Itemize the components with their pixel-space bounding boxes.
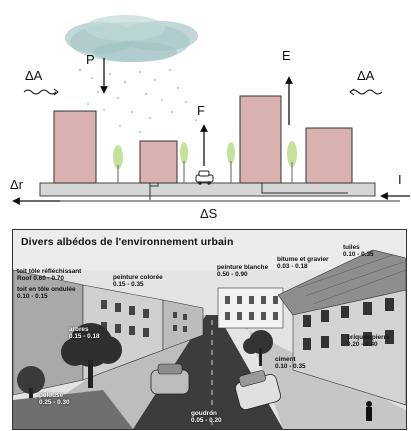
tag-bitume: bitume et gravier 0.03 - 0.18 — [277, 256, 329, 270]
label-inflow: I — [398, 172, 402, 187]
label-runoff: Δr — [10, 177, 24, 192]
tag-toit-ondulee-value: 0.10 - 0.15 — [17, 293, 48, 300]
building-1 — [53, 110, 97, 184]
tag-goudron: goudron 0.05 - 0.20 — [191, 410, 222, 424]
street-scene — [13, 230, 406, 429]
building-2 — [139, 140, 178, 184]
label-advection-right: ΔA — [357, 68, 375, 83]
tag-pelouse: pelouse 0.25 - 0.30 — [39, 392, 70, 406]
photo-title: Divers albédos de l'environnement urbain — [21, 236, 234, 248]
tag-bitume-label: bitume et gravier — [277, 256, 329, 263]
label-storage: ΔS — [200, 206, 218, 221]
tag-pelouse-label: pelouse — [39, 392, 64, 399]
tag-toit-ondulee: toit en tôle ondulée 0.10 - 0.15 — [17, 286, 76, 300]
tree-4 — [287, 141, 297, 183]
tag-toit-tole-label: toit tôle réfléchissant — [17, 268, 82, 275]
tag-briques-label: briques/pierre — [347, 334, 390, 341]
tag-toit-tole-value: Roof 0.60 - 0.70 — [17, 275, 64, 282]
cloud — [65, 15, 198, 62]
building-3 — [239, 95, 282, 184]
tag-goudron-label: goudron — [191, 410, 217, 417]
building-right-roof — [277, 249, 406, 316]
tag-ciment: ciment 0.10 - 0.35 — [275, 356, 306, 370]
label-advection-left: ΔA — [25, 68, 43, 83]
tag-toit-ondulee-label: toit en tôle ondulée — [17, 286, 76, 293]
tag-peinture-coloree: peinture colorée 0.15 - 0.35 — [113, 274, 163, 288]
rain — [78, 68, 198, 134]
car — [195, 170, 214, 185]
tag-peinture-coloree-value: 0.15 - 0.35 — [113, 281, 144, 288]
building-center — [217, 287, 284, 329]
tag-goudron-value: 0.05 - 0.20 — [191, 417, 222, 424]
tag-arbres-label: arbres — [69, 326, 89, 333]
car-right — [235, 370, 281, 411]
tree-left-small — [17, 366, 45, 406]
tag-briques: briques/pierre 0.20 - 0.40 — [347, 334, 390, 348]
ground — [39, 182, 376, 197]
car-left — [150, 363, 190, 395]
tag-ciment-label: ciment — [275, 356, 296, 363]
tag-bitume-value: 0.03 - 0.18 — [277, 263, 308, 270]
tag-arbres: arbres 0.15 - 0.18 — [69, 326, 100, 340]
tag-peinture-blanche: peinture blanche 0.50 - 0.90 — [217, 264, 268, 278]
tag-arbres-value: 0.15 - 0.18 — [69, 333, 100, 340]
label-evaporation: E — [282, 48, 291, 63]
tag-peinture-blanche-value: 0.50 - 0.90 — [217, 271, 248, 278]
label-precipitation: P — [86, 52, 95, 67]
tree-1 — [113, 145, 123, 183]
tag-tuiles-value: 0.10 - 0.35 — [343, 251, 374, 258]
tree-right — [243, 330, 273, 366]
tag-briques-value: 0.20 - 0.40 — [347, 341, 378, 348]
urban-energy-diagram — [12, 15, 410, 205]
tag-ciment-value: 0.10 - 0.35 — [275, 363, 306, 370]
building-4 — [305, 127, 353, 184]
advection-left-icon — [23, 88, 59, 96]
tag-tuiles-label: tuiles — [343, 244, 360, 251]
lawn — [13, 390, 133, 429]
label-anthropogenic-flux: F — [197, 103, 205, 118]
tag-peinture-coloree-label: peinture colorée — [113, 274, 163, 281]
pedestrian — [366, 401, 372, 421]
tree-3 — [227, 142, 235, 183]
tag-toit-tole: toit tôle réfléchissant Roof 0.60 - 0.70 — [17, 268, 81, 282]
albedo-illustration: Divers albédos de l'environnement urbain… — [12, 229, 407, 430]
tree-2 — [180, 142, 188, 183]
tag-peinture-blanche-label: peinture blanche — [217, 264, 269, 271]
tag-tuiles: tuiles 0.10 - 0.35 — [343, 244, 374, 258]
advection-right-icon — [349, 88, 383, 96]
tree-left — [61, 323, 122, 388]
tag-pelouse-value: 0.25 - 0.30 — [39, 399, 70, 406]
